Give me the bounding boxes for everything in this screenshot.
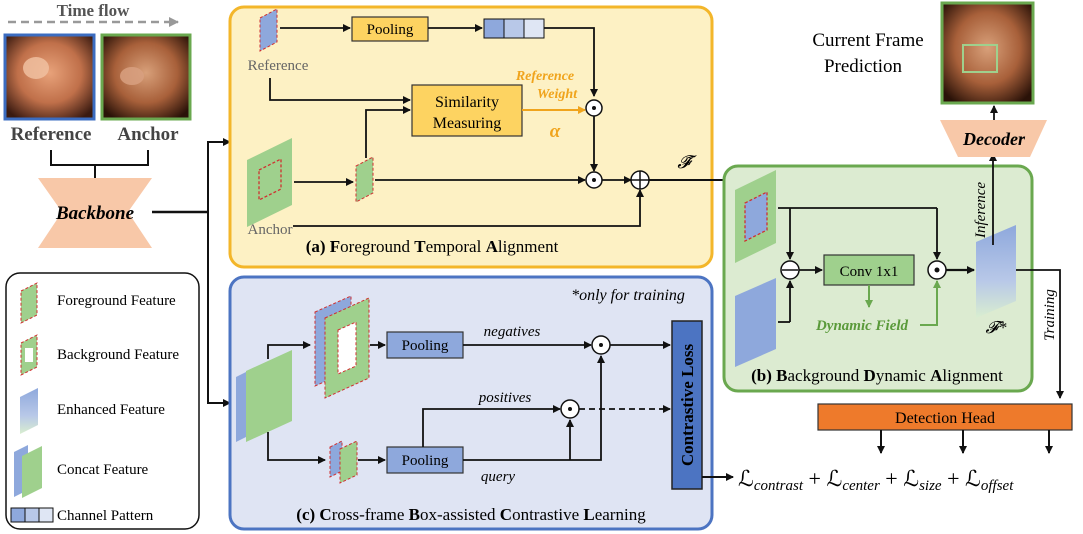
legend-foreground-label: Foreground Feature — [57, 293, 176, 309]
query-branch — [463, 355, 605, 461]
ccl-fg-feature-front — [339, 440, 358, 484]
time-flow-label: Time flow — [57, 1, 131, 20]
fstar-label: 𝓕* — [985, 318, 1007, 337]
training-arrow — [1016, 269, 1064, 399]
anchor-image — [100, 33, 192, 121]
ccl-concat-front — [246, 350, 292, 442]
mult-op-2-dot — [592, 178, 596, 182]
fta-anchor-label: Anchor — [248, 222, 293, 238]
fta-pooling-box — [351, 16, 429, 42]
decoder-label: Decoder — [962, 129, 1026, 149]
ccl-pooling-label-2: Pooling — [402, 453, 449, 469]
fta-reference-feature — [259, 8, 278, 52]
legend-channel-icon-3 — [38, 507, 54, 523]
anchor-residual — [293, 189, 644, 227]
legend-channel-label: Channel Pattern — [57, 508, 154, 524]
reference-weight-1: Reference — [515, 69, 574, 84]
alpha-label: α — [550, 121, 561, 142]
ccl-mult-pos-dot — [568, 407, 572, 411]
detection-head-label: Detection Head — [895, 410, 995, 427]
anchor-label: Anchor — [117, 124, 179, 145]
decoder-shape — [940, 120, 1047, 157]
prediction-box — [962, 44, 998, 73]
fta-fg-crop — [355, 156, 374, 203]
legend-box — [5, 272, 200, 530]
positives-branch — [422, 405, 561, 447]
enhanced-feature — [976, 225, 1016, 318]
fta-channel-3 — [523, 18, 545, 39]
prediction-image — [940, 1, 1035, 105]
bda-feature-top-inner — [744, 190, 768, 243]
legend-channel-icon-1 — [10, 507, 26, 523]
ccl-bg-hole — [337, 321, 357, 375]
conv-label: Conv 1x1 — [840, 264, 899, 280]
reference-image — [3, 33, 96, 121]
legend-channel-icon-2 — [24, 507, 40, 523]
current-frame-label-1: Current Frame — [812, 30, 923, 51]
fta-pooling-label: Pooling — [367, 22, 414, 38]
mult-op-1-dot — [592, 106, 596, 110]
training-label: Training — [1042, 289, 1058, 341]
fta-panel — [228, 5, 714, 269]
reference-weight-2: Weight — [537, 87, 578, 102]
fta-reference-label: Reference — [248, 58, 309, 74]
ccl-pooling-label-1: Pooling — [402, 338, 449, 354]
only-training-label: *only for training — [571, 287, 685, 304]
contrastive-loss-label: Contrastive Loss — [678, 343, 697, 466]
anchor-polyp — [120, 67, 144, 85]
conv-box — [823, 254, 915, 286]
query-label: query — [481, 469, 515, 485]
ccl-mult-neg-dot — [599, 343, 603, 347]
legend-foreground-icon — [20, 282, 38, 324]
legend-background-label: Background Feature — [57, 347, 179, 363]
ccl-title: (c) Cross-frame Box-assisted Contrastive… — [296, 505, 646, 524]
legend-background-hole — [25, 348, 33, 362]
similarity-label-1: Similarity — [435, 94, 499, 111]
legend-enhanced-label: Enhanced Feature — [57, 402, 165, 418]
legend-enhanced-icon — [20, 388, 38, 434]
dynamic-field-to-conv-op — [920, 280, 941, 326]
similarity-box — [411, 84, 523, 137]
legend-concat-label: Concat Feature — [57, 462, 149, 478]
loss-formula: ℒcontrast + ℒcenter + ℒsize + ℒoffset — [738, 466, 1014, 494]
reference-polyp — [23, 57, 49, 79]
fta-channel-1 — [483, 18, 505, 39]
similarity-label-2: Measuring — [433, 115, 501, 132]
backbone-shape — [38, 178, 152, 248]
current-frame-label-2: Prediction — [824, 56, 903, 77]
fta-anchor-fg-region — [258, 157, 282, 202]
fta-title: (a) Foreground Temporal Alignment — [306, 237, 559, 256]
reference-label: Reference — [11, 124, 92, 145]
detection-head-box — [817, 403, 1073, 431]
bda-title: (b) Background Dynamic Alignment — [751, 366, 1003, 385]
ref-to-backbone-line — [50, 150, 99, 186]
negatives-label: negatives — [484, 324, 541, 340]
dynamic-field-label: Dynamic Field — [815, 318, 909, 334]
ccl-to-fg — [267, 432, 326, 464]
inference-label: Inference — [973, 182, 989, 239]
positives-label: positives — [478, 390, 532, 406]
backbone-label: Backbone — [55, 203, 135, 224]
ccl-fg-feature-back — [329, 440, 343, 478]
fg-crop-to-similarity — [365, 106, 411, 158]
conv-op-dot — [934, 267, 940, 273]
anchor-to-backbone-line — [95, 150, 149, 166]
fta-channel-2 — [503, 18, 525, 39]
ref-to-similarity — [269, 78, 411, 104]
ccl-panel — [228, 275, 714, 531]
contrastive-loss-box — [671, 320, 703, 490]
channel-to-mult — [544, 27, 598, 97]
backbone-to-fta — [207, 138, 231, 212]
bda-feature-bottom — [735, 278, 776, 367]
backbone-to-ccl — [207, 212, 231, 407]
legend-concat-icon-front — [22, 446, 42, 498]
ccl-to-bg — [267, 341, 311, 359]
